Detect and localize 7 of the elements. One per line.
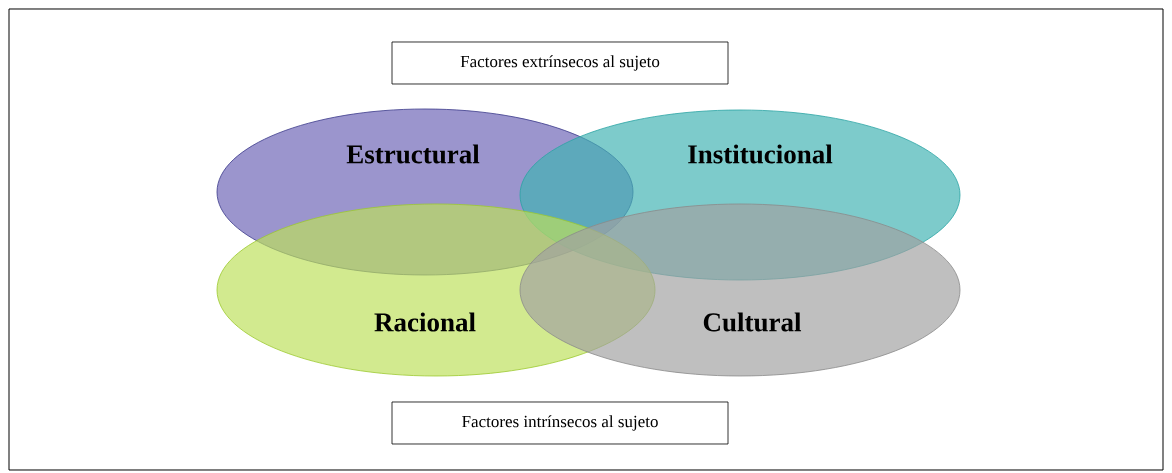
label-box: Factores extrínsecos al sujeto [391,41,729,85]
ellipse-label: Racional [374,312,476,332]
label-box: Factores intrínsecos al sujeto [391,401,729,445]
ellipse-label: Estructural [346,144,480,164]
ellipse-label: Institucional [688,144,833,164]
ellipse-label: Cultural [703,312,802,332]
ellipse [519,203,961,377]
